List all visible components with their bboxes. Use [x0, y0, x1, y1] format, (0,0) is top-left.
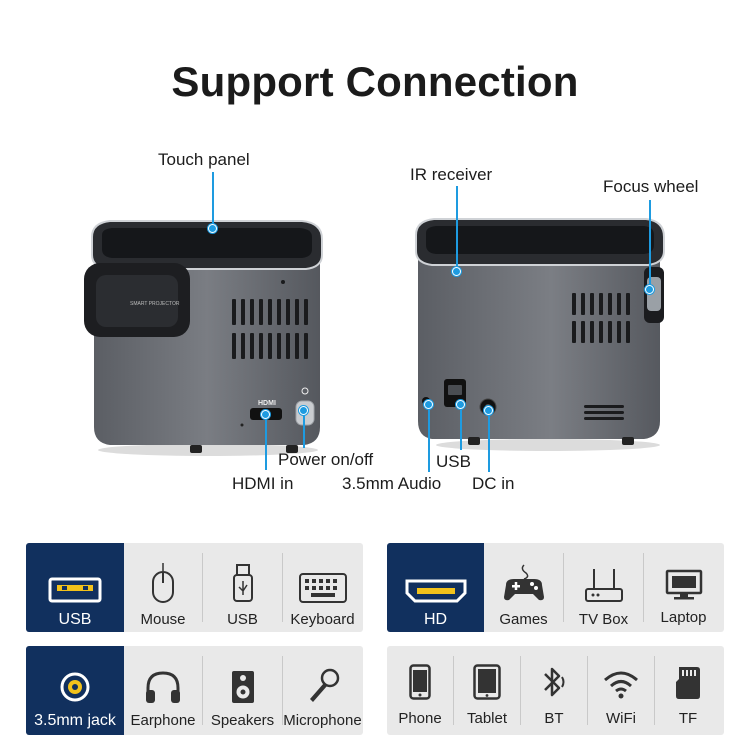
- jack-category: 3.5mm jack: [26, 646, 124, 735]
- usb-category-label: USB: [58, 611, 92, 628]
- tv-box-icon: [584, 569, 623, 602]
- tablet-item: Tablet: [454, 646, 520, 735]
- touch-panel-label: Touch panel: [158, 150, 250, 169]
- bluetooth-icon: [544, 667, 565, 697]
- brand-badge: SMART PROJECTOR: [130, 301, 180, 307]
- earphone-item: Earphone: [124, 646, 202, 735]
- tf-label: TF: [678, 710, 698, 727]
- projector-back-view: [415, 218, 665, 451]
- usb-stick-label: USB: [227, 611, 258, 628]
- earphone-label: Earphone: [130, 712, 196, 729]
- focus-wheel-dot: [645, 285, 654, 294]
- speakers-label: Speakers: [210, 712, 275, 729]
- tablet-icon: [473, 664, 501, 700]
- dc-dot: [484, 406, 493, 415]
- usb-category: USB: [26, 543, 124, 632]
- speaker-icon: [231, 671, 254, 703]
- usb-dot: [456, 400, 465, 409]
- tf-item: TF: [655, 646, 721, 735]
- hdmi-dot: [261, 410, 270, 419]
- audio-label: 3.5mm Audio: [342, 474, 442, 493]
- projector-front-view: SMART PROJECTOR HDMI: [84, 220, 323, 456]
- mouse-label: Mouse: [140, 611, 186, 628]
- tv-box-item: TV Box: [564, 543, 643, 632]
- power-label: Power on/off: [278, 450, 374, 469]
- hd-category: HD: [387, 543, 484, 632]
- keyboard-label: Keyboard: [290, 611, 355, 628]
- wifi-item: WiFi: [588, 646, 654, 735]
- mouse-icon: [152, 563, 174, 603]
- audio-jack-icon: [60, 672, 90, 702]
- bt-item: BT: [521, 646, 587, 735]
- keyboard-item: Keyboard: [283, 543, 362, 632]
- games-label: Games: [499, 611, 548, 628]
- phone-icon: [409, 664, 431, 700]
- usb-connection-panel: USB Mouse USB Keyboard: [26, 543, 363, 632]
- hd-connection-panel: HD Games TV Box Laptop: [387, 543, 724, 632]
- wireless-connection-panel: Phone Tablet BT WiFi TF: [387, 646, 724, 735]
- ir-receiver-dot: [452, 267, 461, 276]
- ir-receiver-label: IR receiver: [410, 165, 493, 184]
- phone-label: Phone: [398, 710, 442, 727]
- jack-connection-panel: 3.5mm jack Earphone Speakers Microphone: [26, 646, 363, 735]
- usb-stick-icon: [232, 564, 253, 602]
- page-title: Support Connection: [171, 58, 579, 105]
- phone-item: Phone: [387, 646, 453, 735]
- touch-panel-dot: [208, 224, 217, 233]
- usb-stick-item: USB: [203, 543, 282, 632]
- speakers-item: Speakers: [203, 646, 282, 735]
- jack-category-label: 3.5mm jack: [34, 712, 116, 729]
- power-dot: [299, 406, 308, 415]
- laptop-item: Laptop: [644, 543, 723, 632]
- focus-wheel-label: Focus wheel: [603, 177, 699, 196]
- mouse-item: Mouse: [124, 543, 202, 632]
- microphone-label: Microphone: [283, 712, 362, 729]
- laptop-label: Laptop: [660, 609, 707, 626]
- hdmi-port-label: HDMI: [258, 400, 276, 407]
- bt-label: BT: [544, 710, 564, 727]
- gamepad-icon: [503, 564, 544, 601]
- usb-port-icon: [48, 577, 102, 603]
- audio-dot: [424, 400, 433, 409]
- laptop-icon: [665, 569, 702, 600]
- hdmi-port-icon: [405, 579, 466, 603]
- dc-label: DC in: [472, 474, 515, 493]
- microphone-icon: [309, 668, 339, 702]
- microphone-item: Microphone: [283, 646, 362, 735]
- tablet-label: Tablet: [466, 710, 508, 727]
- headphones-icon: [146, 671, 180, 703]
- wifi-label: WiFi: [606, 710, 636, 727]
- hd-category-label: HD: [423, 611, 448, 628]
- keyboard-icon: [298, 573, 347, 603]
- usb-label: USB: [436, 452, 471, 471]
- wifi-icon: [604, 671, 638, 699]
- sd-card-icon: [676, 667, 700, 699]
- hdmi-label: HDMI in: [232, 474, 294, 493]
- tv-box-label: TV Box: [578, 611, 629, 628]
- games-item: Games: [484, 543, 563, 632]
